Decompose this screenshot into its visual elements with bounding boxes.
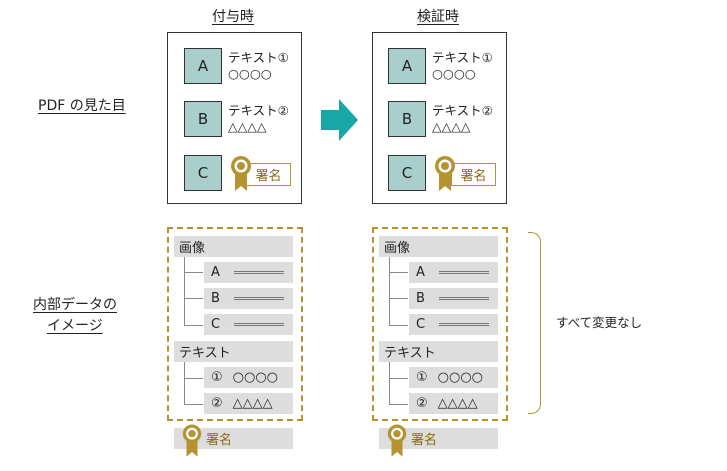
row-label-appearance: PDF の見た目	[38, 98, 126, 114]
text-2-sub-after: △△△△	[432, 119, 471, 134]
seal-icon	[435, 156, 455, 191]
row-label-internal-2: イメージ	[47, 318, 103, 334]
tree-branch	[184, 298, 203, 299]
text-item-number: ②	[211, 396, 223, 411]
image-item-b-before: B	[204, 288, 293, 309]
internal-data-frame-before	[167, 227, 303, 421]
text-item-value: △△△△	[437, 396, 478, 411]
header-before: 付与時	[212, 9, 254, 25]
tree-branch	[389, 298, 408, 299]
data-lines	[233, 271, 284, 274]
image-item-a-before: A	[204, 262, 293, 283]
image-item-b-after: B	[409, 288, 498, 309]
image-item-label: B	[416, 291, 425, 306]
text-1-after: テキスト①	[432, 50, 493, 65]
box-a-after: A	[388, 48, 426, 84]
text-2-before: テキスト②	[228, 103, 289, 118]
tree-branch	[184, 325, 203, 326]
text-group-label: テキスト	[179, 346, 231, 361]
text-item-2-before: ② △△△△	[204, 393, 293, 414]
data-lines	[234, 323, 285, 326]
image-tree-line-after	[389, 257, 390, 325]
text-tree-line-before	[184, 362, 185, 404]
text-item-value: ○○○○	[437, 370, 484, 385]
text-1-sub-after: ○○○○	[432, 66, 476, 81]
right-brace	[528, 232, 541, 414]
tree-branch	[389, 404, 408, 405]
tree-branch	[184, 404, 203, 405]
signature-tag-before: 署名	[246, 163, 291, 186]
image-item-c-after: C	[409, 314, 498, 335]
text-item-number: ②	[416, 396, 428, 411]
text-item-number: ①	[416, 370, 428, 385]
tree-branch	[184, 378, 203, 379]
image-group-label: 画像	[179, 241, 206, 256]
text-item-1-after: ① ○○○○	[409, 367, 498, 388]
seal-icon	[231, 156, 251, 191]
header-after: 検証時	[417, 9, 459, 25]
box-a-before: A	[184, 48, 222, 84]
signature-data-label: 署名	[206, 433, 233, 448]
text-1-sub-before: ○○○○	[228, 66, 272, 81]
text-item-number: ①	[211, 370, 223, 385]
image-item-a-after: A	[409, 262, 498, 283]
text-item-value: ○○○○	[232, 370, 279, 385]
box-c-after: C	[388, 155, 426, 191]
text-item-2-after: ② △△△△	[409, 393, 498, 414]
internal-data-frame-after	[372, 227, 508, 421]
data-lines	[233, 297, 284, 300]
arrow-right-icon	[321, 99, 358, 141]
text-2-after: テキスト②	[432, 103, 493, 118]
tree-branch	[389, 325, 408, 326]
image-group-label: 画像	[384, 241, 411, 256]
image-item-label: C	[211, 317, 221, 332]
data-lines	[438, 297, 489, 300]
image-item-label: A	[416, 265, 425, 280]
box-b-before: B	[184, 101, 222, 137]
tree-branch	[184, 272, 203, 273]
note-unchanged: すべて変更なし	[556, 315, 643, 330]
text-tree-line-after	[389, 362, 390, 404]
text-group-header-before: テキスト	[174, 341, 293, 362]
signature-data-before: 署名	[174, 428, 293, 449]
seal-icon	[387, 424, 407, 457]
text-group-header-after: テキスト	[379, 341, 498, 362]
signature-data-label: 署名	[411, 433, 438, 448]
image-item-label: B	[211, 291, 220, 306]
image-group-header-after: 画像	[379, 236, 498, 257]
image-group-header-before: 画像	[174, 236, 293, 257]
image-item-label: C	[416, 317, 426, 332]
text-2-sub-before: △△△△	[228, 119, 267, 134]
text-item-1-before: ① ○○○○	[204, 367, 293, 388]
image-item-label: A	[211, 265, 220, 280]
box-b-after: B	[388, 101, 426, 137]
tree-branch	[389, 378, 408, 379]
box-c-before: C	[184, 155, 222, 191]
signature-tag-after: 署名	[451, 163, 496, 186]
data-lines	[439, 323, 490, 326]
signature-data-after: 署名	[379, 428, 498, 449]
image-tree-line-before	[184, 257, 185, 325]
text-1-before: テキスト①	[228, 50, 289, 65]
data-lines	[438, 271, 489, 274]
seal-icon	[182, 424, 202, 457]
text-group-label: テキスト	[384, 346, 436, 361]
tree-branch	[389, 272, 408, 273]
image-item-c-before: C	[204, 314, 293, 335]
text-item-value: △△△△	[232, 396, 273, 411]
row-label-internal-1: 内部データの	[33, 297, 117, 313]
